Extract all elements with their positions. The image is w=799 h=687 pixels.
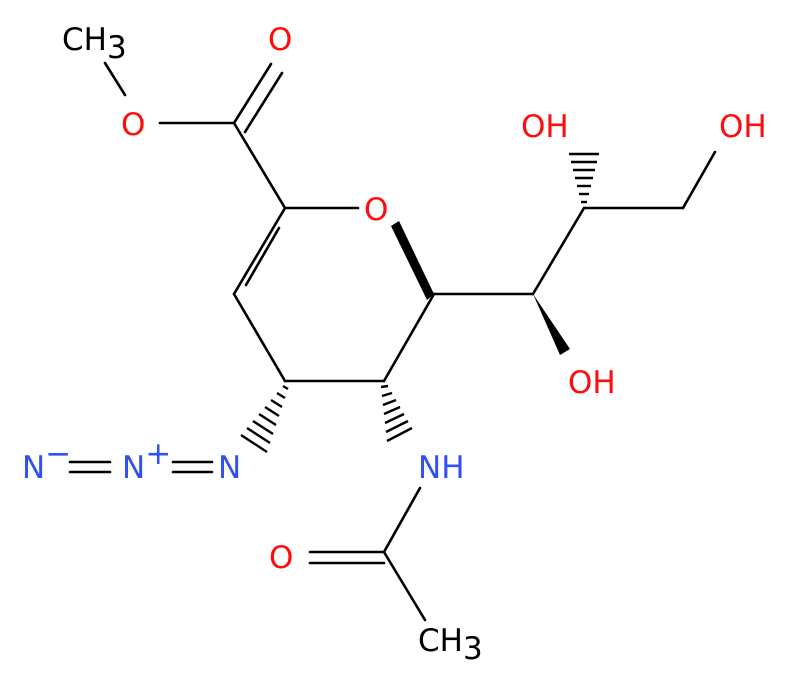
label-oh-top-right: OH bbox=[719, 109, 767, 145]
hash-c4-n bbox=[264, 405, 280, 418]
hash-c5-nh bbox=[382, 398, 397, 407]
bond-nh-camide bbox=[382, 486, 422, 554]
label-ch3-top: CH3 bbox=[62, 22, 127, 66]
label-oh-bottom: OH bbox=[568, 365, 616, 401]
hash-c4-n bbox=[252, 419, 274, 436]
bond-c5-c6 bbox=[382, 292, 436, 383]
label-n-minus: N− bbox=[22, 436, 71, 486]
label-n-plus: N+ bbox=[122, 436, 171, 486]
bond-ccarbonyl-c2 bbox=[232, 121, 287, 210]
bond-carbonyl-double-a bbox=[232, 62, 273, 125]
label-oh-top-left: OH bbox=[521, 109, 569, 145]
hash-c4-n bbox=[270, 398, 283, 409]
label-o-carbonyl: O bbox=[268, 22, 292, 58]
n-minus-text: N bbox=[22, 450, 45, 486]
bond-c3-c4 bbox=[232, 292, 287, 383]
ch3-top-text: CH bbox=[62, 22, 107, 58]
label-o-ring: O bbox=[364, 192, 388, 228]
hash-c5-nh bbox=[383, 405, 401, 416]
hash-c5-nh bbox=[384, 412, 405, 425]
atom-labels: CH3 O O O OH OH OH NH N− N+ N O CH3 bbox=[22, 22, 767, 667]
n-plus-charge: + bbox=[145, 436, 171, 472]
bond-carbonyl-double-b bbox=[243, 71, 284, 134]
ch3-bottom-sub: 3 bbox=[463, 631, 483, 667]
hash-c5-nh bbox=[380, 384, 389, 389]
bond-c7-c8 bbox=[531, 206, 586, 296]
bond-camide-ch3 bbox=[382, 550, 427, 622]
wedge-c6-oring bbox=[391, 221, 434, 300]
bond-c9-oh bbox=[681, 150, 717, 210]
bond-ch3-oester bbox=[103, 61, 127, 97]
hash-c4-n bbox=[258, 412, 277, 427]
bonds bbox=[68, 61, 717, 622]
label-o-amide: O bbox=[269, 540, 293, 576]
label-o-ester: O bbox=[121, 107, 145, 143]
bond-c2-c3-double-b bbox=[244, 226, 281, 287]
label-ch3-bottom: CH3 bbox=[418, 623, 483, 667]
hash-c4-n bbox=[276, 391, 286, 400]
label-n-end: N bbox=[218, 450, 241, 486]
hash-c5-nh bbox=[386, 426, 413, 443]
hash-c4-n bbox=[240, 433, 268, 454]
n-minus-charge: − bbox=[45, 436, 71, 472]
ch3-bottom-text: CH bbox=[418, 623, 463, 659]
ch3-top-sub: 3 bbox=[107, 30, 127, 66]
hash-c5-nh bbox=[385, 419, 409, 434]
wedge-bonds bbox=[391, 221, 570, 355]
hash-c5-nh bbox=[381, 391, 393, 398]
hash-bonds bbox=[240, 152, 599, 454]
n-plus-text: N bbox=[122, 450, 145, 486]
hash-c4-n bbox=[282, 384, 289, 391]
bond-c2-c3-double-a bbox=[232, 206, 287, 296]
hash-c4-n bbox=[246, 426, 271, 445]
label-nh: NH bbox=[418, 450, 465, 486]
wedge-c7-oh bbox=[533, 294, 570, 355]
